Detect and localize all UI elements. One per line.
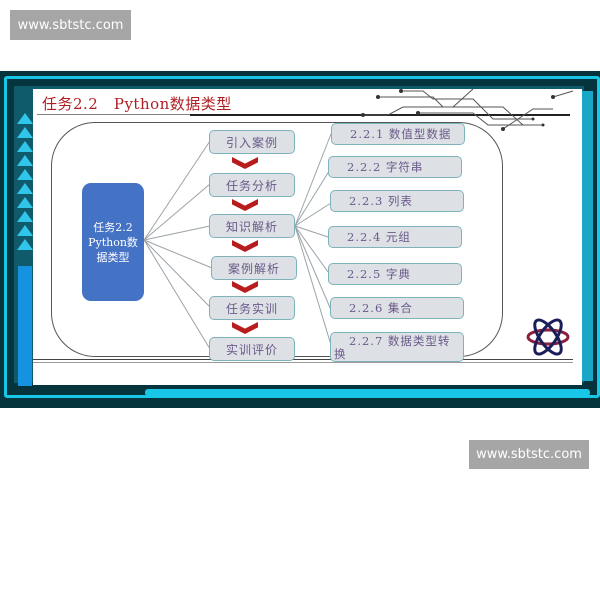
kp-list: 2.2.3 列表 (330, 190, 464, 212)
bottom-rule-light (33, 362, 573, 363)
kp-type-conversion-line1: 2.2.7 数据类型转 (349, 334, 451, 348)
frame-glow-border (4, 76, 600, 398)
kp-dictionary: 2.2.5 字典 (328, 263, 462, 285)
watermark-bottom: www.sbtstc.com (469, 440, 589, 469)
title-underline (37, 114, 227, 115)
triangle-icon (17, 183, 33, 194)
triangle-icon (17, 197, 33, 208)
root-node-task-2-2: 任务2.2 Python数 据类型 (82, 183, 144, 301)
stage-task-analysis: 任务分析 (209, 173, 295, 197)
triangle-icon (17, 225, 33, 236)
stage-intro-case: 引入案例 (209, 130, 295, 154)
kp-type-conversion: 2.2.7 数据类型转 换 (330, 332, 464, 362)
bottom-rule (33, 359, 573, 360)
stage-case-analysis: 案例解析 (211, 256, 297, 280)
right-strip (581, 91, 593, 381)
watermark-top: www.sbtstc.com (10, 10, 131, 40)
root-line-3: 据类型 (96, 250, 130, 264)
triangle-icon (17, 169, 33, 180)
triangle-icon (17, 127, 33, 138)
left-triangle-strip (17, 113, 33, 348)
kp-type-conversion-line2: 换 (334, 347, 347, 361)
stage-knowledge-analysis: 知识解析 (209, 214, 295, 238)
left-blue-bar (18, 266, 32, 386)
root-line-1: 任务2.2 (93, 220, 133, 234)
triangle-icon (17, 113, 33, 124)
triangle-icon (17, 155, 33, 166)
slide-title: 任务2.2 Python数据类型 (42, 95, 232, 113)
kp-set: 2.2.6 集合 (330, 297, 464, 319)
kp-string: 2.2.2 字符串 (328, 156, 462, 178)
bottom-glow-bar (145, 389, 590, 396)
stage-task-practice: 任务实训 (209, 296, 295, 320)
root-line-2: Python数 (88, 235, 138, 249)
triangle-icon (17, 211, 33, 222)
kp-numeric-data: 2.2.1 数值型数据 (331, 123, 465, 145)
title-underline-dark (190, 114, 570, 116)
kp-tuple: 2.2.4 元组 (328, 226, 462, 248)
stage-practice-evaluation: 实训评价 (209, 337, 295, 361)
triangle-icon (17, 141, 33, 152)
triangle-icon (17, 239, 33, 250)
